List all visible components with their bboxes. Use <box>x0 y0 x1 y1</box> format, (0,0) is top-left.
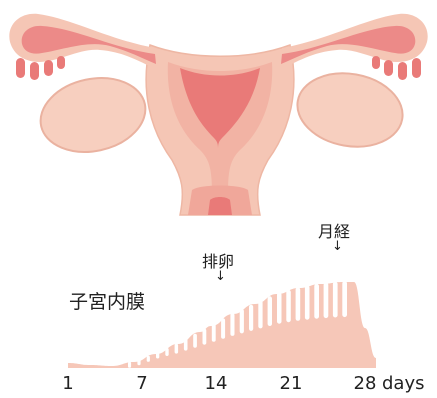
gland-notch <box>230 313 234 336</box>
gland-notch <box>147 356 150 362</box>
gland-notch <box>175 344 179 354</box>
gland-notch <box>137 359 140 365</box>
gland-notch <box>333 282 338 318</box>
gland-notch <box>249 305 253 331</box>
menstruation-arrow-icon: ↓ <box>332 240 343 253</box>
gland-notch <box>324 283 329 319</box>
endometrium-label: 子宮内膜 <box>69 287 145 314</box>
gland-notch <box>342 281 347 317</box>
gland-notch <box>268 296 272 326</box>
gland-notch <box>221 318 225 338</box>
ovulation-arrow-icon: ↓ <box>215 270 226 283</box>
x-tick-label: 28 <box>354 373 377 394</box>
x-tick-label: 1 <box>62 373 73 394</box>
x-tick-label: 14 <box>205 373 228 394</box>
gland-notch <box>193 334 197 348</box>
x-tick-label: 21 <box>280 373 303 394</box>
gland-notch <box>128 362 131 368</box>
x-axis-unit: days <box>382 373 425 394</box>
gland-notch <box>296 287 301 321</box>
gland-notch <box>277 292 282 323</box>
gland-notch <box>286 290 291 322</box>
gland-notch <box>305 286 310 320</box>
gland-notch <box>156 352 159 358</box>
gland-notch <box>314 284 319 319</box>
gland-notch <box>240 309 244 333</box>
gland-notch <box>258 301 262 329</box>
gland-notch <box>203 329 207 345</box>
gland-notch <box>212 324 216 342</box>
x-tick-label: 7 <box>136 373 147 394</box>
gland-notch <box>165 348 168 356</box>
gland-notch <box>184 339 188 351</box>
